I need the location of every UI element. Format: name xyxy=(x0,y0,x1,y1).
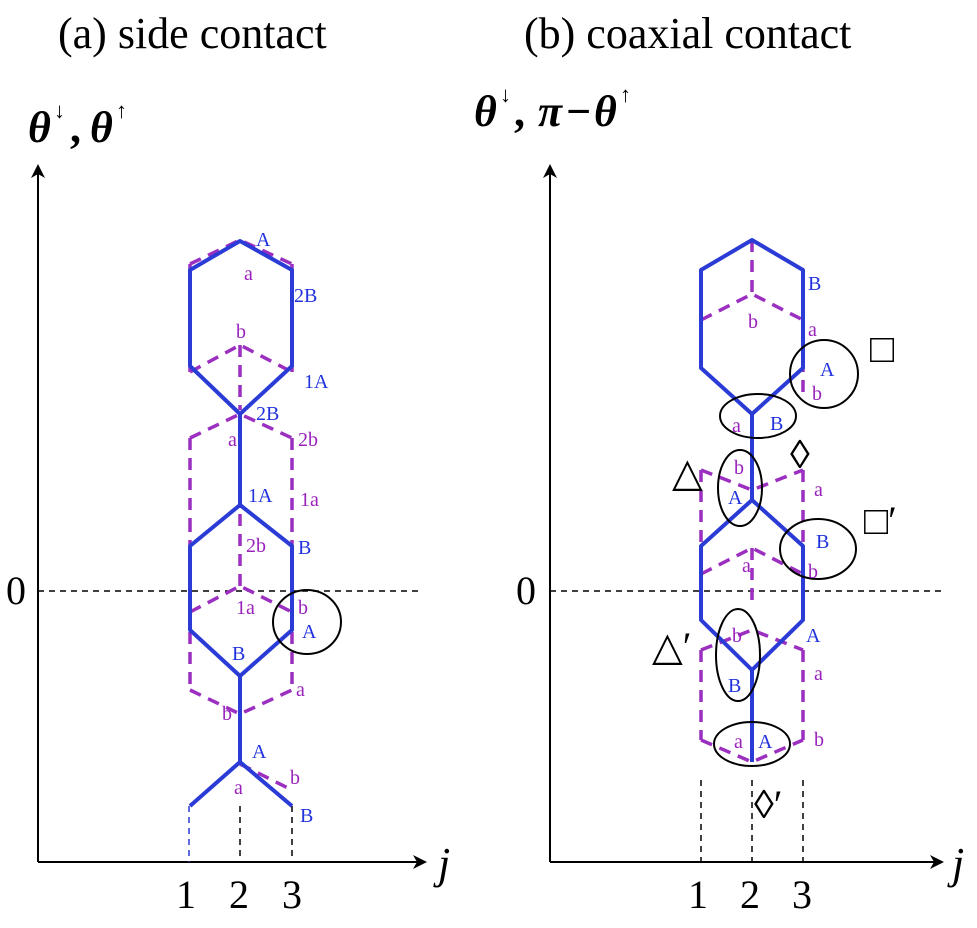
label-b: b xyxy=(290,767,300,789)
up-arrow-icon: ↑ xyxy=(116,98,127,123)
panel-a: (a) side contact θ ↓ , θ ↑ 0 j 1 2 3 xyxy=(6,9,450,917)
triangle-prime-icon: △′ xyxy=(652,624,692,669)
label-2b: 2b xyxy=(246,535,266,557)
label-B: B xyxy=(816,531,829,553)
label-b: b xyxy=(298,597,308,619)
panel-a-tick-2: 2 xyxy=(229,872,249,917)
label-b: b xyxy=(748,311,758,333)
y-sym-theta-up: θ xyxy=(594,87,617,136)
down-arrow-icon: ↓ xyxy=(54,98,65,123)
label-A: A xyxy=(758,731,773,753)
label-A: A xyxy=(252,741,267,763)
label-a: a xyxy=(808,319,817,341)
y-sym-minus: − xyxy=(566,87,591,136)
label-B: B xyxy=(770,413,783,435)
label-A: A xyxy=(728,487,743,509)
label-b: b xyxy=(236,321,246,343)
up-arrow-icon: ↑ xyxy=(620,82,631,107)
label-1a: 1a xyxy=(300,489,319,511)
ellipse-triangle-prime xyxy=(715,608,761,702)
ellipse-diamond-prime xyxy=(713,721,791,767)
label-a: a xyxy=(734,731,743,753)
diamond-icon: ◊ xyxy=(790,432,810,477)
panel-a-purple-labels: a b a 2b 1a 2b 1a b a b b a xyxy=(222,263,319,799)
ellipse-triangle xyxy=(717,449,763,527)
triangle-icon: △ xyxy=(672,450,703,495)
ellipse-diamond xyxy=(719,393,797,439)
panel-b-symbols: □ ◊ △ □′ △′ ◊′ xyxy=(652,326,897,827)
panel-b-ellipses xyxy=(713,339,859,767)
panel-b-purple-labels: b a b a b a a b b a b a xyxy=(732,311,824,753)
label-1A: 1A xyxy=(304,371,329,393)
label-a: a xyxy=(244,263,253,285)
panel-a-title: (a) side contact xyxy=(58,9,327,58)
label-1A: 1A xyxy=(248,485,273,507)
label-a: a xyxy=(732,415,741,437)
y-sym-pi: π xyxy=(538,87,563,136)
down-arrow-icon: ↓ xyxy=(500,82,511,107)
y-sym-theta-down: θ xyxy=(474,87,497,136)
label-b: b xyxy=(808,561,818,583)
panel-b-tick-2: 2 xyxy=(740,872,760,917)
label-B: B xyxy=(232,643,245,665)
panel-a-highlight-ellipse xyxy=(272,589,342,655)
ellipse-square xyxy=(789,339,859,409)
label-A: A xyxy=(820,359,835,381)
panel-b-title: (b) coaxial contact xyxy=(524,9,851,58)
panel-b-tick-3: 3 xyxy=(792,872,812,917)
label-B: B xyxy=(298,537,311,559)
label-A: A xyxy=(302,621,317,643)
label-a: a xyxy=(228,429,237,451)
panel-b-zero-label: 0 xyxy=(516,568,536,613)
square-icon: □ xyxy=(870,326,894,371)
panel-b: (b) coaxial contact θ ↓ , π − θ ↑ 0 j 1 … xyxy=(474,9,964,917)
diamond-prime-icon: ◊′ xyxy=(754,782,783,827)
ellipse-square-prime xyxy=(779,518,857,580)
panel-a-solid-path xyxy=(188,239,294,808)
label-2b: 2b xyxy=(298,429,318,451)
label-a: a xyxy=(814,663,823,685)
label-b: b xyxy=(734,457,744,479)
panel-a-y-axis-title: θ ↓ , θ ↑ xyxy=(28,98,127,152)
square-prime-icon: □′ xyxy=(864,498,897,543)
panel-b-tick-1: 1 xyxy=(688,872,708,917)
panel-a-tick-3: 3 xyxy=(282,872,302,917)
y-sym-theta-up: θ xyxy=(90,103,113,152)
label-A: A xyxy=(256,229,271,251)
panel-b-solid-path xyxy=(699,238,805,762)
panel-a-zero-label: 0 xyxy=(6,568,26,613)
label-a: a xyxy=(814,479,823,501)
label-B: B xyxy=(808,273,821,295)
panel-b-x-axis-label: j xyxy=(947,839,964,888)
label-2B: 2B xyxy=(256,403,279,425)
panel-a-x-axis-label: j xyxy=(433,839,450,888)
label-b: b xyxy=(732,625,742,647)
label-A: A xyxy=(806,625,821,647)
y-sep-comma: , xyxy=(70,103,81,152)
y-sym-theta-down: θ xyxy=(28,103,51,152)
panel-b-y-axis-title: θ ↓ , π − θ ↑ xyxy=(474,82,631,136)
label-b: b xyxy=(222,703,232,725)
label-2B: 2B xyxy=(294,285,317,307)
label-B: B xyxy=(728,675,741,697)
label-B: B xyxy=(300,805,313,827)
label-b: b xyxy=(812,383,822,405)
label-b: b xyxy=(814,729,824,751)
panel-b-blue-labels: B A B A B A B A xyxy=(728,273,835,753)
label-a: a xyxy=(234,777,243,799)
label-1a: 1a xyxy=(236,597,255,619)
label-a: a xyxy=(296,679,305,701)
label-a: a xyxy=(742,555,751,577)
panel-a-tick-1: 1 xyxy=(176,872,196,917)
y-sep-comma: , xyxy=(514,87,525,136)
panel-a-blue-labels: A 2B 1A 2B 1A B A B A B xyxy=(232,229,329,827)
